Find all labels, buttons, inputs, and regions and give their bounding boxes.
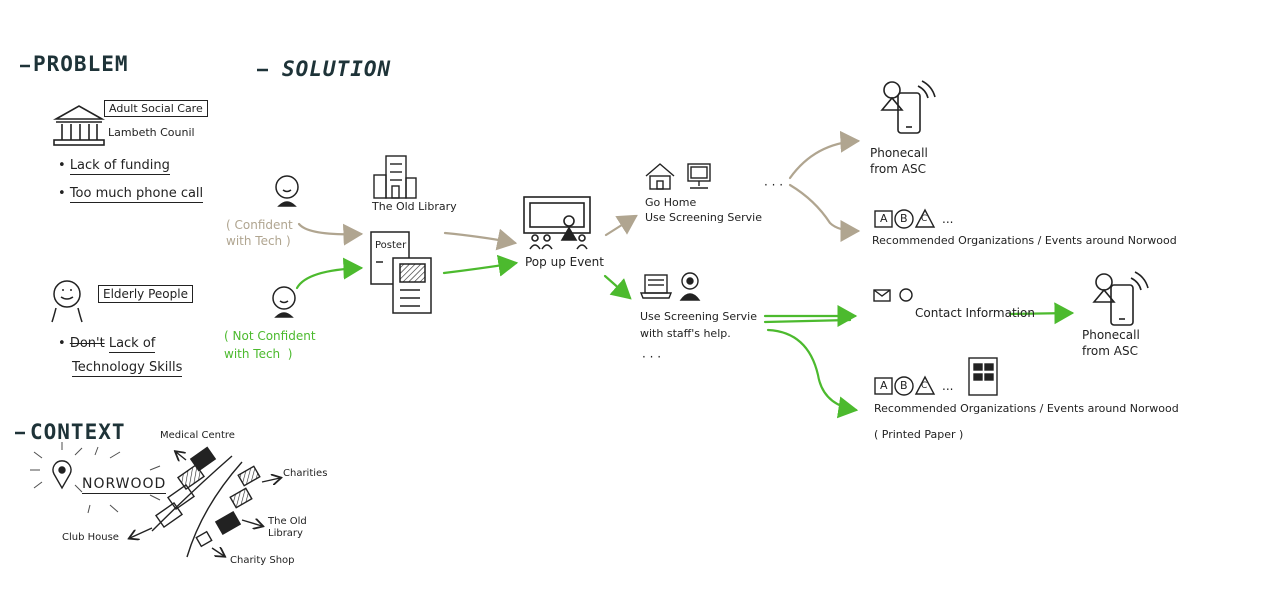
popup-event-icon — [523, 196, 591, 250]
computer-icon — [687, 163, 711, 189]
popup-label: Pop up Event — [525, 255, 604, 269]
problem-bullet-1: • Lack of funding — [58, 158, 170, 175]
gohome-line1: Go Home — [645, 196, 697, 209]
abc-bottom-more: ... — [942, 379, 954, 393]
place-name: NORWOOD — [82, 476, 167, 494]
abc-top-b: B — [900, 212, 908, 225]
printed-paper-icon — [968, 357, 998, 396]
org-name-box: Adult Social Care — [104, 100, 208, 117]
staff-icon — [679, 272, 701, 301]
heading-dashes — [15, 64, 268, 435]
org-council: Lambeth Counil — [108, 126, 195, 139]
club-house-label: Club House — [62, 532, 119, 543]
abc-top-more: ... — [942, 212, 954, 226]
not-confident-label: ( Not Confident with Tech ) — [224, 329, 316, 361]
abc-shapes-bottom — [874, 375, 936, 396]
abc-bottom-c: C — [921, 381, 928, 391]
old-library-icon — [373, 155, 417, 199]
poster-icon — [370, 231, 432, 314]
confident-person-icon — [275, 175, 299, 207]
flow-arrows — [295, 130, 1075, 419]
abc-shapes-top — [874, 208, 936, 229]
recommended-bottom: Recommended Organizations / Events aroun… — [874, 402, 1179, 415]
phone-icon-top — [880, 80, 936, 134]
gohome-ellipsis: · · · — [764, 178, 784, 192]
contact-icon — [873, 288, 913, 302]
persona-bullet-b: Technology Skills — [72, 360, 183, 377]
staff-line1: Use Screening Servie — [640, 310, 757, 323]
old-library-label: The Old Library — [268, 516, 307, 539]
laptop-icon — [639, 274, 673, 299]
bullet-2-text: Too much phone call — [69, 186, 204, 203]
charity-shop-label: Charity Shop — [230, 555, 295, 566]
library-label: The Old Library — [372, 200, 457, 213]
persona-bullet-a: Lack of — [108, 336, 156, 353]
staff-ellipsis: · · · — [642, 350, 662, 364]
context-heading: CONTEXT — [30, 420, 126, 444]
recommended-top: Recommended Organizations / Events aroun… — [872, 234, 1177, 247]
bullet-1-text: Lack of funding — [69, 158, 170, 175]
problem-heading: PROBLEM — [33, 52, 129, 76]
location-pin-icon — [52, 460, 72, 490]
staff-line2: with staff's help. — [640, 327, 731, 340]
abc-bottom-b: B — [900, 379, 908, 392]
poster-label: Poster — [375, 240, 407, 251]
solution-heading: SOLUTION — [282, 57, 392, 81]
norwood-map — [30, 442, 280, 557]
abc-top-a: A — [880, 212, 888, 225]
contact-info-label: Contact Information — [915, 306, 1035, 320]
gohome-line2: Use Screening Servie — [645, 211, 762, 224]
phone-icon-bottom — [1092, 271, 1149, 326]
elderly-person-icon — [51, 280, 83, 323]
council-building-icon — [52, 105, 106, 146]
house-icon — [645, 163, 675, 190]
abc-bottom-a: A — [880, 379, 888, 392]
printed-paper-label: ( Printed Paper ) — [874, 428, 964, 441]
problem-bullet-2: • Too much phone call — [58, 186, 204, 203]
charities-label: Charities — [283, 468, 328, 479]
persona-label: Elderly People — [98, 285, 193, 303]
confident-label: ( Confident with Tech ) — [226, 218, 293, 248]
abc-top-c: C — [921, 214, 928, 224]
phonecall-top-label: Phonecall from ASC — [870, 146, 928, 176]
persona-bullet: • Don't Lack of — [58, 336, 156, 353]
phonecall-bottom-label: Phonecall from ASC — [1082, 328, 1140, 358]
not-confident-person-icon — [272, 286, 296, 318]
medical-centre-label: Medical Centre — [160, 430, 235, 441]
persona-strike-text: Don't — [69, 336, 105, 351]
